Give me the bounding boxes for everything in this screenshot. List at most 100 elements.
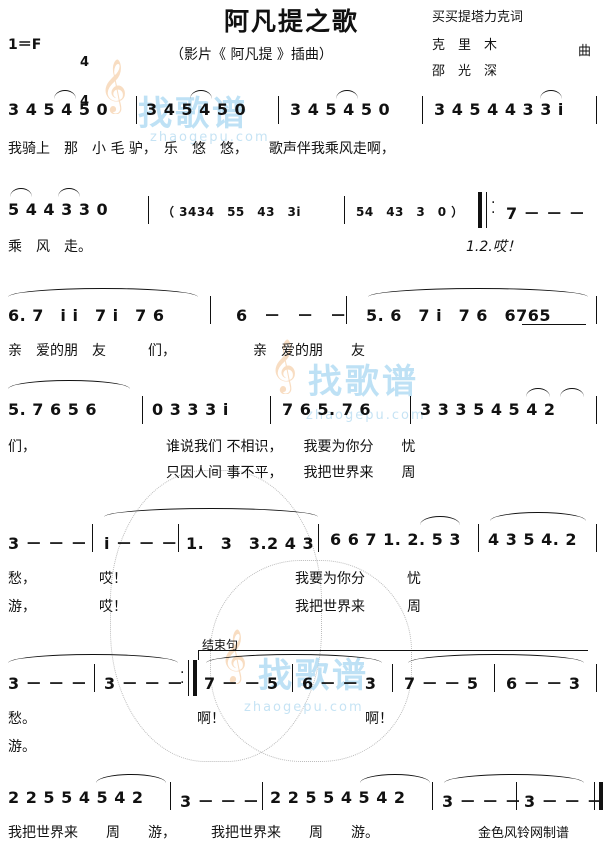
slur [368,288,588,297]
barline [596,96,597,124]
measure: 5. 7 6 5 6 [8,400,98,419]
composer-role: 曲 [578,44,592,59]
barline [278,96,279,124]
repeat-dots: ·· [491,195,496,221]
watermark-url: zhaogepu.com [306,408,426,423]
measure: 7 － － 5 [404,674,479,693]
barline [516,782,517,810]
meter-top: 4 [80,55,90,70]
measure: 6 － － 3 [302,674,377,693]
ending-bracket [198,650,588,651]
repeat-dots: ·· [180,665,185,691]
barline [346,296,347,324]
barline [596,396,597,424]
slur [408,654,584,663]
barline [170,782,171,810]
slur [10,188,32,197]
slur [190,90,212,99]
slur [8,288,198,297]
barline [142,396,143,424]
measure: 3 － － － [104,674,184,693]
barline [410,396,411,424]
measure: 0 3 3 3 i [152,400,229,419]
beam [522,324,586,325]
measure: 2 2 5 5 4 5 4 2 [8,788,144,807]
measure: 6 － － 3 [506,674,581,693]
watermark-url: zhaogepu.com [150,130,270,145]
slur [526,388,550,397]
measure: i － － － [104,534,178,553]
measure: 3 3 3 5 4 5 4 2 [420,400,556,419]
tie [444,774,584,783]
barline [92,524,93,552]
time-signature: 4 4 [80,30,89,121]
barline [596,296,597,324]
slur [58,188,80,197]
lyrics-line: 我骑上 那 小 毛 驴， 乐 悠 悠， 歌声伴我乘风走啊， [8,141,395,157]
volta-lyric: 1.2.哎！ [466,239,521,255]
lyrics-line: 们， [8,439,36,455]
slur [540,90,562,99]
slur [560,388,584,397]
measure: 3 － － － [8,534,88,553]
lyrics-line: 愁， 哎！ 我要为你分 忧 [8,571,421,587]
measure: 1. 3 3.2 4 3 [186,534,315,553]
lyrics-line: 只因人间 事不平， 我把世界来 周 [166,465,416,481]
footer-credit: 金色风铃网制谱 [478,826,570,841]
barline [422,96,423,124]
repeat-barline [478,192,482,228]
lyrics-line: 愁。 啊！ 啊！ [8,711,393,727]
measure: 7 － － － [506,204,586,223]
measure: 5. 6 7 i 7 6 6765 [366,306,551,325]
measure: 6. 7 i i 7 i 7 6 [8,306,165,325]
measure: 3 4 5 4 4 3 3 i [434,100,564,119]
slur [336,90,358,99]
barline [148,196,149,224]
barline [210,296,211,324]
barline [344,196,345,224]
lyricist-credit: 买买提塔力克词 [432,10,524,25]
measure: 3 － － － [442,792,522,811]
barline [594,782,595,810]
song-title: 阿凡提之歌 [224,7,360,36]
slur [360,774,430,783]
barline [596,664,597,692]
measure: （ 3434 55 43 3i [162,205,301,219]
measure: 7 － － 5 [204,674,279,693]
measure: 3 － － － [524,792,604,811]
lyrics-line: 我把世界来 周 游， 我把世界来 周 游。 [8,825,379,841]
barline [478,524,479,552]
watermark-url: zhaogepu.com [244,700,364,715]
slur [420,516,460,525]
song-subtitle: （影片《 阿凡提 》插曲） [170,47,333,63]
barline [486,192,487,228]
key-signature: 1＝F [8,37,42,53]
measure: 3 4 5 4 5 0 [146,100,247,119]
watermark-brand: 找歌谱 [308,362,419,402]
lyrics-line: 乘 风 走。 [8,239,92,255]
barline [292,664,293,692]
ending-label: 结束句 [202,638,239,652]
barline [262,782,263,810]
barline [178,524,179,552]
measure: 3 4 5 4 5 0 [8,100,109,119]
clef-watermark-icon: 𝄞 [270,338,298,392]
barline [596,524,597,552]
barline [188,660,189,696]
slur [96,774,166,783]
slur [8,380,130,389]
measure: 54 43 3 0 ） [356,205,464,219]
barline [494,664,495,692]
ending-bracket-side [198,650,199,660]
repeat-barline [193,660,197,696]
measure: 3 － － － [180,792,260,811]
lyrics-line: 亲 爱的朋 友 们， 亲 爱的朋 友 [8,343,365,359]
composer-credit: 克 里 木 [432,38,498,53]
measure: 4 3 5 4. 2 [488,530,578,549]
measure: 6 － － － [236,306,347,325]
watermark-brand: 找歌谱 [138,94,249,134]
barline [94,664,95,692]
final-barline [599,782,603,810]
meter-bottom: 4 [80,94,90,109]
lyrics-line: 游， 哎！ 我把世界来 周 [8,599,421,615]
